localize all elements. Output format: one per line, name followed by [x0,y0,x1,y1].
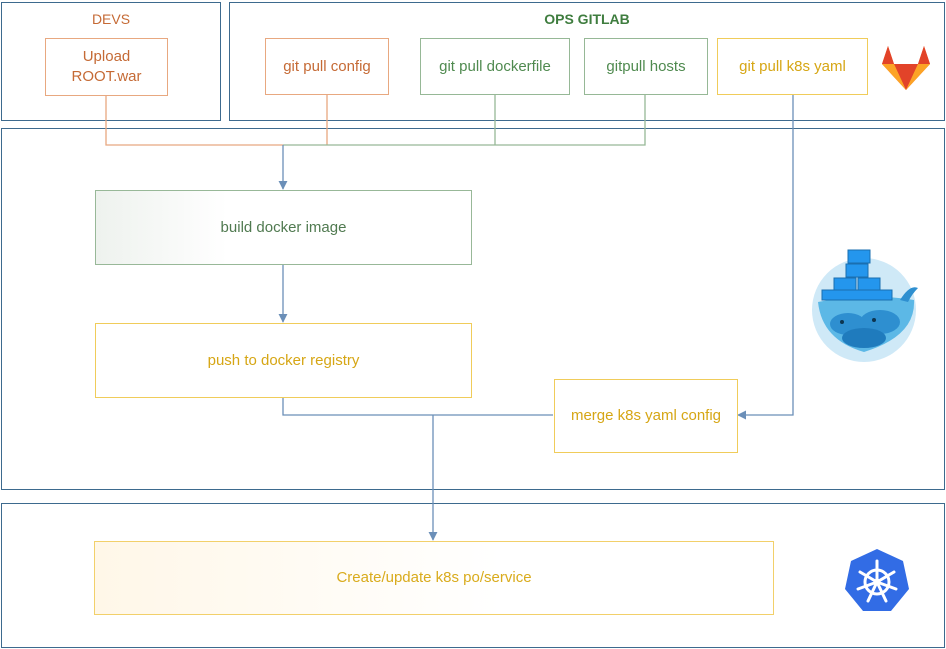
gitpull-hosts-box: gitpull hosts [584,38,708,95]
git-pull-config-label: git pull config [283,57,371,75]
upload-root-war-box: Upload ROOT.war [45,38,168,96]
git-pull-dockerfile-label: git pull dockerfile [439,57,551,75]
build-docker-image-label: build docker image [220,218,347,236]
create-update-k8s-box: Create/update k8s po/service [94,541,774,615]
push-to-docker-registry-label: push to docker registry [207,351,360,369]
git-pull-config-box: git pull config [265,38,389,95]
docker-whale-icon [812,249,918,362]
gitpull-hosts-label: gitpull hosts [606,57,686,75]
upload-root-war-label: Upload ROOT.war [71,48,142,85]
merge-k8s-yaml-config-box: merge k8s yaml config [554,379,738,453]
build-docker-image-box: build docker image [95,190,472,265]
git-pull-dockerfile-box: git pull dockerfile [420,38,570,95]
create-update-k8s-label: Create/update k8s po/service [336,569,532,586]
gitlab-icon [882,46,930,90]
git-pull-k8s-yaml-label: git pull k8s yaml [739,57,846,75]
merge-k8s-yaml-config-label: merge k8s yaml config [570,407,722,424]
git-pull-k8s-yaml-box: git pull k8s yaml [717,38,868,95]
devs-panel-title: DEVS [91,11,131,27]
push-to-docker-registry-box: push to docker registry [95,323,472,398]
ops-gitlab-panel-title: OPS GITLAB [544,11,630,27]
kubernetes-icon [845,549,909,611]
